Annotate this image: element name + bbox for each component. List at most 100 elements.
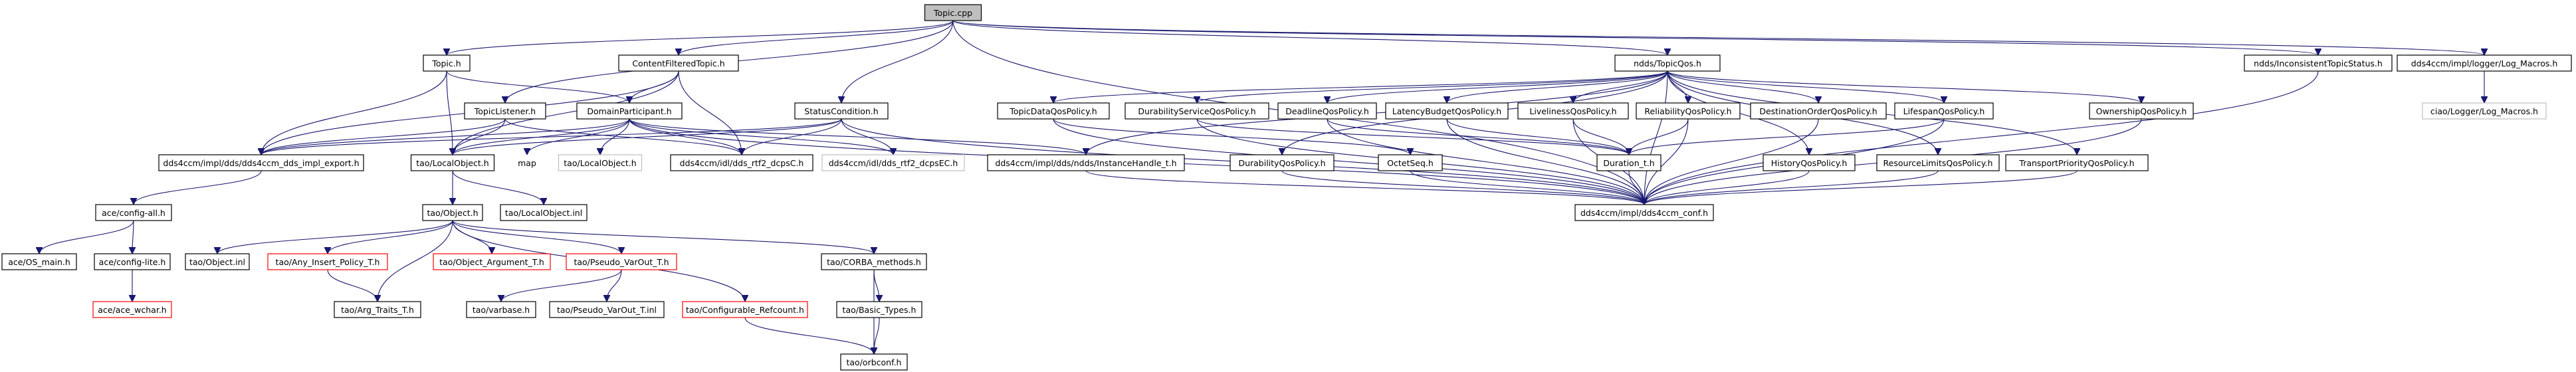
node-box: [1614, 54, 1721, 72]
node-topic-cpp[interactable]: Topic.cpp: [924, 4, 982, 21]
node-box: [500, 204, 588, 221]
node-lifespanqos-h[interactable]: LifespanQosPolicy.h: [1894, 102, 1994, 120]
node-durabilityserviceqos-h[interactable]: DurabilityServiceQosPolicy.h: [1125, 102, 1269, 120]
node-ace-configlite-h[interactable]: ace/config-lite.h: [94, 253, 171, 270]
node-domainparticipant-h[interactable]: DomainParticipant.h: [576, 102, 683, 120]
edge-dds_impl_export_h-to-ace_configall_h: [134, 170, 262, 205]
node-box: [2005, 154, 2149, 171]
node-tao-corbamethods-h[interactable]: tao/CORBA_methods.h: [821, 253, 927, 270]
node-label: Topic.h: [431, 58, 461, 68]
node-dds-impl-export-h[interactable]: dds4ccm/impl/dds/dds4ccm_dds_impl_export…: [158, 154, 364, 171]
edge-topicqos_h-to-ownershipqos_h: [1667, 70, 2141, 104]
edge-tao_basictypes_h-to-tao_orbconf_h: [874, 317, 880, 354]
node-label: ndds/TopicQos.h: [1634, 58, 1701, 68]
node-box: [558, 154, 643, 171]
node-box: [2397, 54, 2572, 72]
node-cft-h[interactable]: ContentFilteredTopic.h: [618, 54, 739, 72]
node-ace-osmain-h[interactable]: ace/OS_main.h: [1, 253, 77, 270]
node-ciao-logmacros-h[interactable]: ciao/Logger/Log_Macros.h: [2422, 102, 2547, 120]
edge-topic_cpp-to-logmacros_h: [952, 20, 2484, 56]
edge-tao_pseudovarout_h-to-tao_pseudovarout_inl: [607, 269, 622, 302]
node-resourcelimitsqos-h[interactable]: ResourceLimitsQosPolicy.h: [1876, 154, 2000, 171]
node-label: dds4ccm/idl/dds_rtf2_dcpsC.h: [680, 158, 804, 168]
node-label: dds4ccm/idl/dds_rtf2_dcpsEC.h: [829, 158, 958, 168]
node-tao-argtraits-h[interactable]: tao/Arg_Traits_T.h: [334, 301, 421, 318]
node-dds-rtf2-dcpsec-h[interactable]: dds4ccm/idl/dds_rtf2_dcpsEC.h: [821, 154, 965, 171]
node-tao-basictypes-h[interactable]: tao/Basic_Types.h: [836, 301, 922, 318]
node-label: DurabilityQosPolicy.h: [1238, 158, 1325, 168]
node-label: tao/Object_Argument_T.h: [439, 257, 544, 267]
node-box: [1876, 154, 2000, 171]
node-box: [682, 301, 808, 318]
edge-instancehandle_h-to-dds4ccm_conf_h: [1085, 170, 1644, 205]
node-label: OwnershipQosPolicy.h: [2096, 106, 2187, 116]
node-label: tao/LocalObject.inl: [505, 208, 582, 218]
edge-topicqos_h-to-deadlineqos_h: [1327, 70, 1668, 104]
node-label: tao/LocalObject.h: [416, 158, 488, 168]
node-tao-object-h[interactable]: tao/Object.h: [422, 204, 483, 221]
node-reliabilityqos-h[interactable]: ReliabilityQosPolicy.h: [1636, 102, 1741, 120]
node-box: [794, 102, 889, 120]
node-label: tao/Object.h: [427, 208, 478, 218]
edge-topicdataqos_h-to-dds4ccm_conf_h: [1053, 118, 1644, 205]
node-durabilityqos-h[interactable]: DurabilityQosPolicy.h: [1230, 154, 1335, 171]
node-label: DurabilityServiceQosPolicy.h: [1138, 106, 1255, 116]
node-deadlineqos-h[interactable]: DeadlineQosPolicy.h: [1277, 102, 1377, 120]
node-tao-pseudovarout-inl[interactable]: tao/Pseudo_VarOut_T.inl: [549, 301, 665, 318]
edge-tao_localobject_h-to-tao_localobject_inl: [452, 170, 544, 205]
node-destinationorderqos-h[interactable]: DestinationOrderQosPolicy.h: [1750, 102, 1887, 120]
node-logmacros-h[interactable]: dds4ccm/impl/logger/Log_Macros.h: [2397, 54, 2572, 72]
node-statuscondition-h[interactable]: StatusCondition.h: [794, 102, 889, 120]
node-tao-anyinsert-h[interactable]: tao/Any_Insert_Policy_T.h: [267, 253, 388, 270]
node-box: [821, 154, 965, 171]
node-box: [410, 154, 495, 171]
node-tao-object-inl[interactable]: tao/Object.inl: [185, 253, 250, 270]
node-tao-orbconf-h[interactable]: tao/orbconf.h: [840, 353, 908, 371]
node-topic-h[interactable]: Topic.h: [423, 54, 471, 72]
node-ace-configall-h[interactable]: ace/config-all.h: [95, 204, 172, 221]
node-historyqos-h[interactable]: HistoryQosPolicy.h: [1763, 154, 1856, 171]
node-instancehandle-h[interactable]: dds4ccm/impl/dds/ndds/InstanceHandle_t.h: [987, 154, 1185, 171]
node-tao-localobject-inl[interactable]: tao/LocalObject.inl: [500, 204, 588, 221]
node-ace-acewchar-h[interactable]: ace/ace_wchar.h: [92, 301, 172, 318]
node-label: dds4ccm/impl/dds/dds4ccm_dds_impl_export…: [163, 158, 359, 168]
edge-domainparticipant_h-to-dds_impl_export_h: [261, 118, 630, 155]
node-label: dds4ccm/impl/dds4ccm_conf.h: [1580, 208, 1708, 218]
edge-topicqos_h-to-livelinessqos_h: [1573, 70, 1668, 104]
edge-tao_configurable_h-to-tao_orbconf_h: [744, 317, 874, 355]
node-ownershipqos-h[interactable]: OwnershipQosPolicy.h: [2089, 102, 2194, 120]
node-tao-localobject-h[interactable]: tao/LocalObject.h: [410, 154, 495, 171]
node-box: [511, 155, 543, 171]
node-topicdataqos-h[interactable]: TopicDataQosPolicy.h: [997, 102, 1110, 120]
node-box: [836, 301, 922, 318]
node-inconsistent-h[interactable]: ndds/InconsistentTopicStatus.h: [2244, 54, 2393, 72]
edge-tao_object_h-to-tao_argtraits_h: [377, 220, 453, 302]
node-tao-configurable-h[interactable]: tao/Configurable_Refcount.h: [682, 301, 808, 318]
node-latencybudgetqos-h[interactable]: LatencyBudgetQosPolicy.h: [1385, 102, 1509, 120]
node-box: [2422, 102, 2547, 120]
node-tao-objectarg-h[interactable]: tao/Object_Argument_T.h: [433, 253, 551, 270]
node-dds4ccm-conf-h[interactable]: dds4ccm/impl/dds4ccm_conf.h: [1574, 204, 1714, 221]
node-topiclistener-h[interactable]: TopicListener.h: [464, 102, 546, 120]
node-box: [158, 154, 364, 171]
edge-cft_h-to-dds_rtf2_dcpsc_h: [678, 70, 742, 155]
node-label: tao/Configurable_Refcount.h: [686, 305, 804, 315]
node-tao-pseudovarout-h[interactable]: tao/Pseudo_VarOut_T.h: [566, 253, 677, 270]
node-tao-varbase-h[interactable]: tao/varbase.h: [466, 301, 536, 318]
node-box: [2089, 102, 2194, 120]
node-box: [94, 253, 171, 270]
node-box: [1517, 102, 1629, 120]
node-dds-rtf2-dcpsc-h[interactable]: dds4ccm/idl/dds_rtf2_dcpsC.h: [670, 154, 813, 171]
node-livelinessqos-h[interactable]: LivelinessQosPolicy.h: [1517, 102, 1629, 120]
node-transportpriorityqos-h[interactable]: TransportPriorityQosPolicy.h: [2005, 154, 2149, 171]
node-duration-h[interactable]: Duration_t.h: [1596, 154, 1662, 171]
edge-tao_anyinsert_h-to-tao_argtraits_h: [327, 269, 377, 302]
edge-livelinessqos_h-to-duration_h: [1572, 118, 1629, 155]
node-topicqos-h[interactable]: ndds/TopicQos.h: [1614, 54, 1721, 72]
node-tao-localobject-h2[interactable]: tao/LocalObject.h: [558, 154, 643, 171]
node-box: [1230, 154, 1335, 171]
node-label: tao/Pseudo_VarOut_T.inl: [557, 305, 657, 315]
node-octetseq-h[interactable]: OctetSeq.h: [1378, 154, 1443, 171]
node-label: dds4ccm/impl/dds/ndds/InstanceHandle_t.h: [995, 158, 1176, 168]
node-label: LatencyBudgetQosPolicy.h: [1392, 106, 1501, 116]
